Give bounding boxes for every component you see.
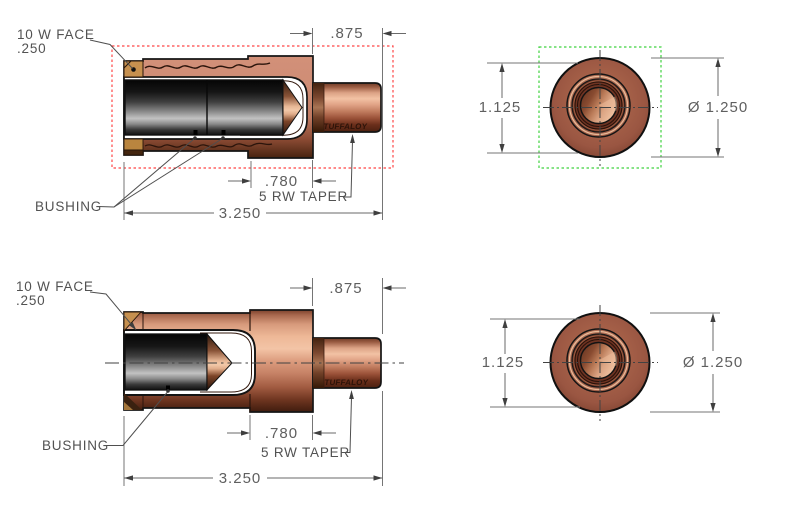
highlight-ring xyxy=(568,75,629,136)
dimension-shank-length[interactable]: .875 xyxy=(290,25,406,42)
note-bushing[interactable]: BUSHING xyxy=(42,389,170,453)
dimension-cavity-depth[interactable]: .780 xyxy=(227,425,336,442)
shank-collar xyxy=(313,338,324,388)
face-chamfer-line xyxy=(123,60,132,69)
dimension-diameter[interactable]: Ø 1.250 xyxy=(683,313,743,412)
note-face[interactable]: 10 W FACE .250 xyxy=(17,27,133,69)
note-text-taper[interactable]: 5 RW TAPER xyxy=(261,445,350,460)
highlight-ring xyxy=(568,330,629,391)
note-text-bushing[interactable]: BUSHING xyxy=(35,199,102,214)
bottom-end-view[interactable]: 1.125 Ø 1.250 xyxy=(482,305,743,421)
cone-highlight-wedge xyxy=(598,351,618,366)
tungsten-face-wedge xyxy=(123,311,143,333)
part-geometry-end xyxy=(543,50,658,166)
dim-text-diameter[interactable]: Ø 1.250 xyxy=(688,99,748,116)
dim-text-cavity-depth[interactable]: .780 xyxy=(265,173,298,190)
note-text-face[interactable]: 10 W FACE xyxy=(16,279,94,294)
part-geometry-side: TUFFALOY xyxy=(105,309,404,413)
note-taper[interactable]: 5 RW TAPER xyxy=(259,134,355,204)
dimension-height[interactable]: 1.125 xyxy=(479,63,522,153)
leader-dot xyxy=(193,136,197,140)
dimension-diameter[interactable]: Ø 1.250 xyxy=(688,58,748,157)
view-selection-box-red[interactable] xyxy=(111,45,394,169)
leader-dot xyxy=(221,136,225,140)
taper-shank xyxy=(312,337,382,389)
break-line-bottom xyxy=(144,142,273,148)
cavity-inner-line xyxy=(240,80,304,136)
bottom-section-view[interactable]: TUFFALOY .875 .780 xyxy=(16,278,406,487)
dimension-overall-length[interactable]: 3.250 xyxy=(124,205,383,222)
part-geometry-end xyxy=(543,305,658,421)
break-line-top xyxy=(144,62,271,69)
bore-cone xyxy=(206,332,233,392)
cap-shadow-wedge xyxy=(124,393,142,410)
groove-line xyxy=(574,81,623,130)
groove-line xyxy=(574,336,623,385)
dimension-overall-length[interactable]: 3.250 xyxy=(124,470,383,487)
dim-text-overall-length[interactable]: 3.250 xyxy=(219,470,262,487)
dim-text-height[interactable]: 1.125 xyxy=(479,99,522,116)
note-text-face-thickness[interactable]: .250 xyxy=(17,41,46,56)
note-text-bushing[interactable]: BUSHING xyxy=(42,438,109,453)
taper-shank xyxy=(312,82,382,133)
dimension-shank-length[interactable]: .875 xyxy=(290,280,406,297)
dim-text-height[interactable]: 1.125 xyxy=(482,354,525,371)
tungsten-face-sliver xyxy=(124,402,133,410)
tungsten-face-bottom xyxy=(123,138,144,151)
bore-cone xyxy=(282,78,303,137)
dimension-cavity-depth[interactable]: .780 xyxy=(228,173,336,190)
groove-highlight xyxy=(573,80,624,131)
note-text-face-thickness[interactable]: .250 xyxy=(16,293,45,308)
note-taper[interactable]: 5 RW TAPER xyxy=(261,390,354,460)
annotations-bottom-view: .875 .780 3.250 5 RW TAPER xyxy=(16,278,406,487)
top-end-view[interactable]: 1.125 Ø 1.250 xyxy=(479,46,748,169)
cone-highlight-wedge xyxy=(598,96,618,111)
note-face[interactable]: 10 W FACE .250 xyxy=(16,279,137,331)
bushing-notch xyxy=(221,130,226,135)
groove-line xyxy=(576,83,621,128)
dim-text-overall-length[interactable]: 3.250 xyxy=(219,205,262,222)
note-text-face[interactable]: 10 W FACE xyxy=(17,27,95,42)
note-text-taper[interactable]: 5 RW TAPER xyxy=(259,189,348,204)
dim-text-cavity-depth[interactable]: .780 xyxy=(265,425,298,442)
groove-highlight xyxy=(573,335,624,386)
view-selection-box-green[interactable] xyxy=(538,46,662,169)
bushing-bore xyxy=(124,79,284,136)
face-shadow-block xyxy=(123,149,144,156)
cavity-inner-line xyxy=(200,332,252,393)
top-section-view[interactable]: TUFFALOY .875 .780 xyxy=(17,25,406,222)
dim-text-diameter[interactable]: Ø 1.250 xyxy=(683,354,743,371)
annotations-top-end: 1.125 Ø 1.250 xyxy=(479,57,748,158)
bushing-notch xyxy=(166,385,170,390)
shank-collar xyxy=(313,83,324,132)
brand-stamp: TUFFALOY xyxy=(324,378,369,387)
brand-stamp: TUFFALOY xyxy=(323,122,368,131)
bushing-bore xyxy=(124,333,208,391)
part-geometry-section: TUFFALOY xyxy=(123,55,382,159)
dimension-height[interactable]: 1.125 xyxy=(482,319,525,407)
bushing-notch xyxy=(193,130,198,135)
dim-text-shank-length[interactable]: .875 xyxy=(329,280,362,297)
note-bushing[interactable]: BUSHING xyxy=(35,136,225,214)
leader-dot xyxy=(166,389,170,393)
dim-text-shank-length[interactable]: .875 xyxy=(330,25,363,42)
annotations-top-view: .875 .780 3.250 5 RW TAPER xyxy=(17,25,406,222)
annotations-bottom-end: 1.125 Ø 1.250 xyxy=(482,312,743,413)
groove-line xyxy=(576,338,621,383)
